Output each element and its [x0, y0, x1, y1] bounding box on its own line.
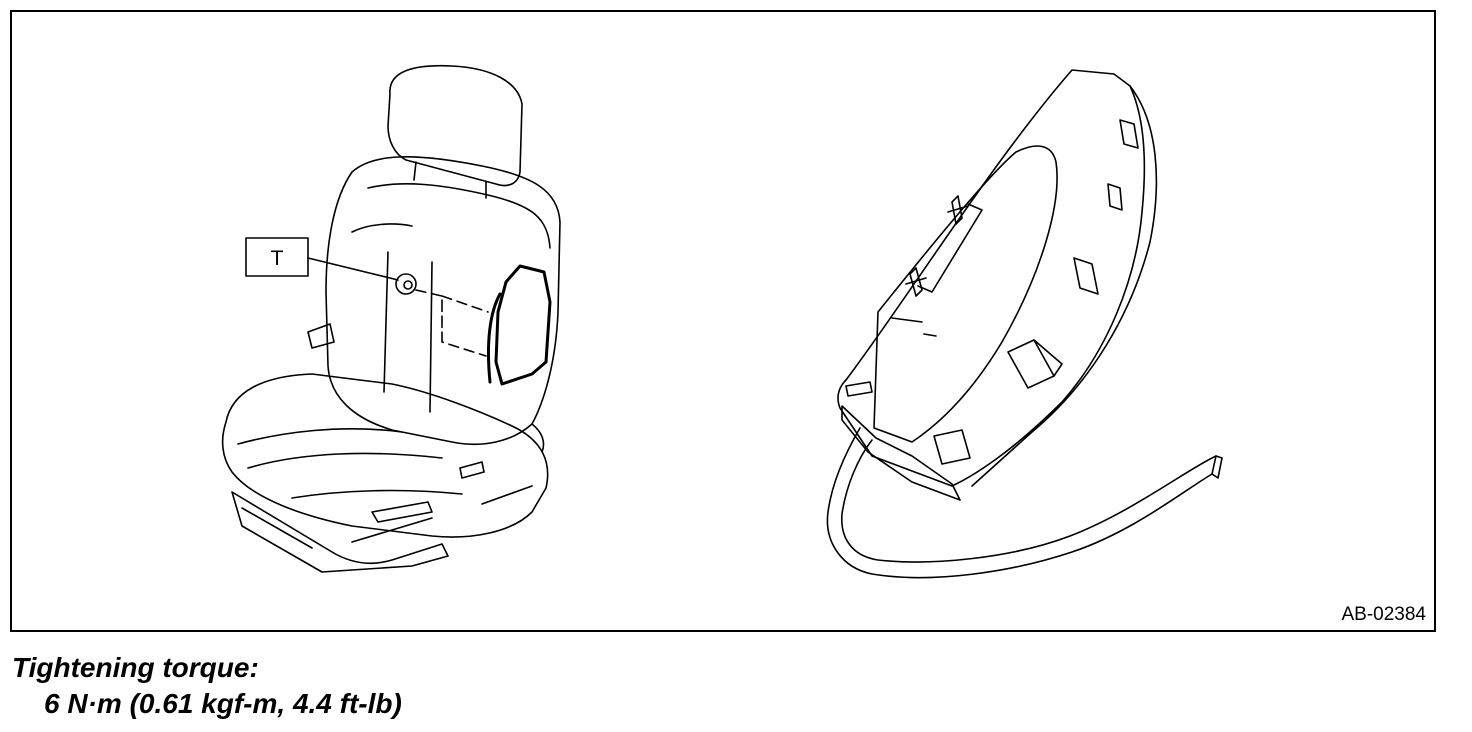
module-front-panel	[873, 145, 1058, 443]
harness-end	[1211, 455, 1223, 479]
stud-plate	[891, 203, 983, 337]
module-bottom-tray	[841, 405, 961, 501]
figure-frame: T AB-02384	[10, 10, 1436, 632]
clip-6	[845, 381, 873, 397]
clip-3	[1073, 257, 1099, 295]
callout-label: T	[271, 247, 284, 270]
mounting-nut	[395, 273, 417, 295]
torque-title: Tightening torque:	[12, 652, 259, 683]
mounting-nut-inner	[403, 280, 413, 290]
callout-leader	[307, 257, 399, 281]
clip-2	[1107, 183, 1123, 211]
side-airbag-module	[494, 264, 552, 386]
seat-cushion-seams	[237, 428, 463, 499]
seat-rails	[231, 491, 449, 573]
torque-caption: Tightening torque: 6 N·m (0.61 kgf-m, 4.…	[12, 650, 402, 722]
wiring-harness	[826, 427, 1217, 579]
airbag-module-illustration	[826, 69, 1223, 579]
seat-recliner-knob	[307, 323, 485, 479]
torque-value: 6 N·m (0.61 kgf-m, 4.4 ft-lb)	[44, 688, 402, 719]
seat-illustration	[221, 64, 561, 573]
install-guide-dashed	[415, 289, 489, 357]
seat-headrest	[387, 64, 523, 187]
seat-rail-front	[241, 485, 533, 549]
module-body	[837, 69, 1146, 487]
mounting-stud-upper	[947, 195, 969, 225]
seat-lever	[371, 501, 433, 523]
clip-4	[1007, 339, 1063, 389]
seat-back-side	[531, 423, 545, 453]
airbag-module-edge	[487, 292, 502, 384]
seat-back	[325, 156, 561, 445]
module-rim	[971, 85, 1158, 487]
clip-1	[1119, 119, 1139, 149]
mounting-stud-lower	[905, 267, 927, 297]
seat-back-panel	[351, 183, 551, 413]
callout-box	[245, 237, 309, 277]
seat-airbag-diagram: T	[221, 64, 1223, 579]
clip-5	[933, 429, 971, 465]
figure-id: AB-02384	[1341, 604, 1426, 625]
seat-cushion	[221, 373, 549, 538]
